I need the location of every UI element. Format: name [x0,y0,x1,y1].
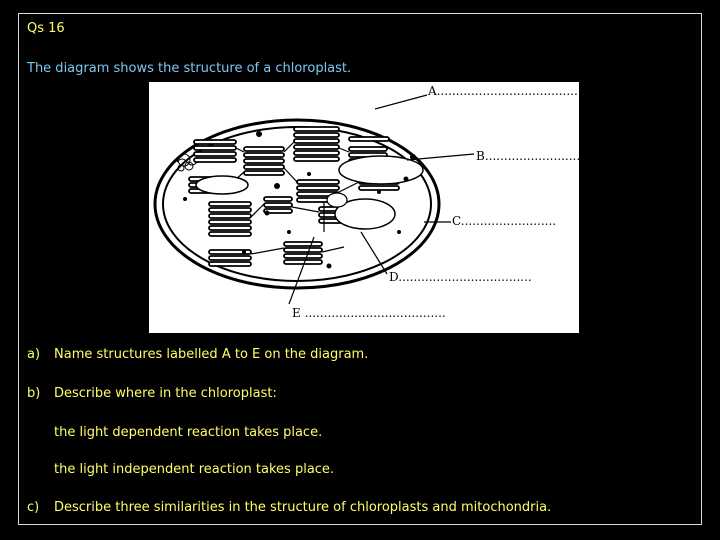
part-c-text: Describe three similarities in the struc… [54,500,551,515]
part-b-text: Describe where in the chloroplast: [54,386,277,401]
label-a: A..................................... [427,84,578,98]
part-a-letter: a) [27,347,54,362]
label-b: B......................... [476,149,579,163]
chloroplast-drawing: A..................................... B… [149,82,579,333]
label-c: C......................... [452,214,556,228]
question-number: Qs 16 [27,21,65,36]
question-part-b: b)Describe where in the chloroplast: [27,386,277,401]
part-b-item-light-independent: the light independent reaction takes pla… [54,462,334,477]
question-part-c: c)Describe three similarities in the str… [27,500,551,515]
label-e: E ..................................... [292,306,446,320]
part-b-item-light-dependent: the light dependent reaction takes place… [54,425,322,440]
part-c-letter: c) [27,500,54,515]
question-intro: The diagram shows the structure of a chl… [27,61,351,76]
question-part-a: a)Name structures labelled A to E on the… [27,347,368,362]
part-a-text: Name structures labelled A to E on the d… [54,347,368,362]
part-b-letter: b) [27,386,54,401]
label-d: D................................... [389,270,532,284]
chloroplast-diagram: A..................................... B… [149,82,579,333]
